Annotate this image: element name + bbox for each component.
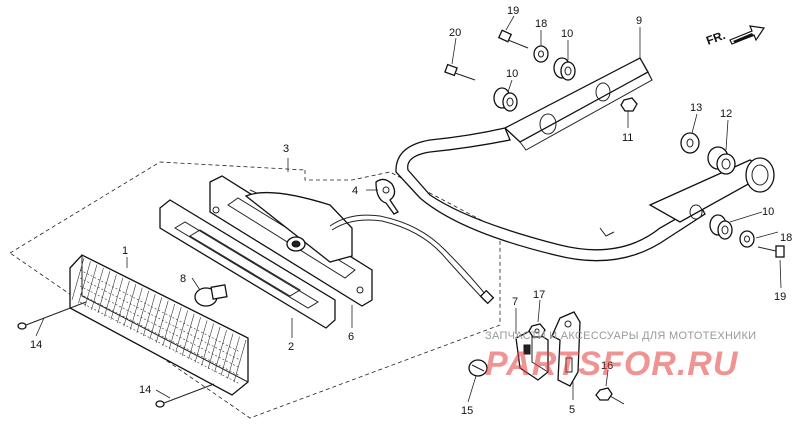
washer-icon bbox=[680, 132, 700, 154]
callout-17: 17 bbox=[533, 289, 545, 301]
collar-icon bbox=[707, 146, 736, 175]
assembly-outline bbox=[9, 158, 501, 419]
wire-harness bbox=[329, 214, 495, 305]
callout-4: 4 bbox=[352, 185, 358, 197]
taillight-housing bbox=[209, 175, 373, 307]
screw-icon bbox=[155, 383, 215, 408]
rear-subframe bbox=[395, 57, 775, 262]
bolt-group bbox=[444, 29, 785, 258]
bolt-icon bbox=[444, 63, 476, 81]
callout-13: 13 bbox=[690, 102, 702, 114]
leader-lines bbox=[35, 15, 782, 403]
callout-5: 5 bbox=[569, 404, 575, 416]
callout-6: 6 bbox=[348, 331, 354, 343]
callout-9: 9 bbox=[636, 15, 642, 27]
callout-19b: 19 bbox=[774, 291, 786, 303]
callout-16: 16 bbox=[601, 360, 613, 372]
callout-labels: 1 2 3 4 5 6 7 8 9 10 10 10 11 12 13 14 1… bbox=[30, 5, 792, 417]
callout-18b: 18 bbox=[780, 232, 792, 244]
front-direction-indicator: FR. bbox=[704, 25, 766, 48]
nut-icon bbox=[620, 97, 638, 112]
grommet-icon bbox=[553, 57, 576, 81]
nut-icon bbox=[528, 323, 546, 338]
grommet-group bbox=[493, 45, 755, 248]
screw-icon bbox=[468, 359, 488, 377]
grommet-icon bbox=[493, 87, 518, 112]
callout-14a: 14 bbox=[30, 339, 42, 351]
license-bracket bbox=[551, 311, 581, 387]
watermark-caption: ЗАПЧАСТИ И АКСЕССУАРЫ ДЛЯ МОТОТЕХНИКИ bbox=[485, 330, 756, 342]
lens-gasket bbox=[159, 199, 336, 329]
callout-18a: 18 bbox=[535, 18, 547, 30]
callout-10b: 10 bbox=[506, 68, 518, 80]
washer-icon bbox=[739, 230, 755, 248]
callout-8: 8 bbox=[180, 273, 186, 285]
callout-19a: 19 bbox=[507, 5, 519, 17]
callout-10c: 10 bbox=[762, 206, 774, 218]
callout-1: 1 bbox=[122, 245, 128, 257]
bolt-icon bbox=[757, 245, 785, 258]
callout-11: 11 bbox=[622, 132, 633, 144]
callout-15: 15 bbox=[461, 405, 473, 417]
callout-20: 20 bbox=[449, 27, 461, 39]
washer-icon bbox=[533, 45, 549, 63]
wire-clamp-icon bbox=[375, 178, 399, 215]
callout-7: 7 bbox=[512, 296, 518, 308]
callout-2: 2 bbox=[288, 341, 294, 353]
watermark: ЗАПЧАСТИ И АКСЕССУАРЫ ДЛЯ МОТОТЕХНИКИ PA… bbox=[485, 330, 756, 383]
watermark-brand: PARTSFOR.RU bbox=[485, 345, 739, 383]
callout-3: 3 bbox=[283, 143, 289, 155]
callout-10a: 10 bbox=[561, 28, 573, 40]
bulb-icon bbox=[194, 284, 228, 307]
grommet-icon bbox=[709, 214, 733, 240]
bolt-icon bbox=[497, 29, 529, 49]
callout-14b: 14 bbox=[139, 384, 151, 396]
bolt-icon bbox=[595, 387, 625, 405]
screw-icon bbox=[17, 301, 87, 330]
direction-label: FR. bbox=[704, 28, 727, 48]
taillight-lens bbox=[69, 254, 249, 396]
callout-12: 12 bbox=[720, 108, 732, 120]
